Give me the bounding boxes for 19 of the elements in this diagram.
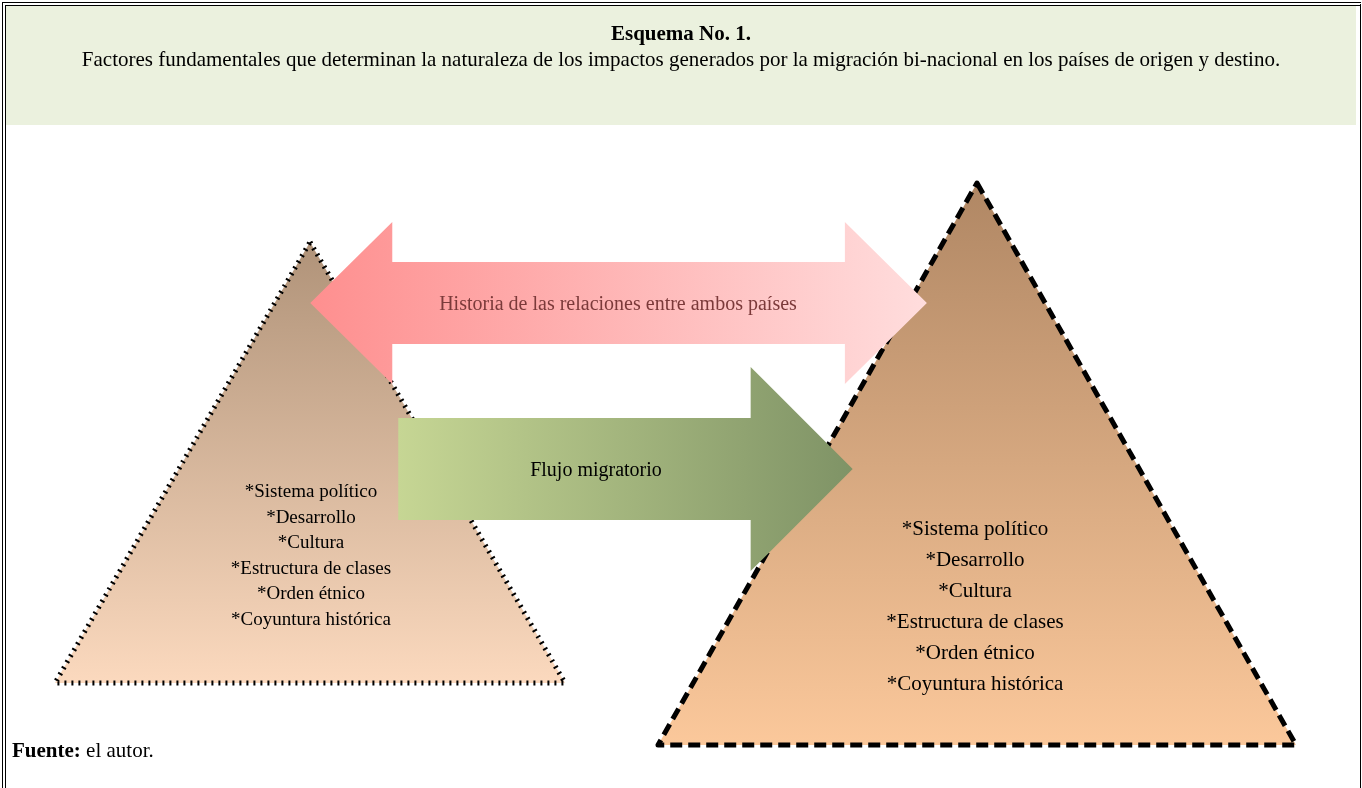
diagram-subtitle: Factores fundamentales que determinan la naturaleza de los impactos generados por la migración bi-nacional en los países de origen y destino.	[80, 46, 1282, 73]
factor-list-item: *Orden étnico	[256, 581, 366, 605]
factor-list-item: *Orden étnico	[915, 639, 1035, 666]
factor-list-item: *Sistema político	[244, 479, 378, 503]
arrow-label: Historia de las relaciones entre ambos países	[439, 291, 797, 315]
arrow-label: Flujo migratorio	[530, 457, 662, 481]
factor-list-item: *Coyuntura histórica	[231, 606, 391, 631]
factor-list-item: *Coyuntura histórica	[886, 670, 1064, 697]
factor-list-item: *Estructura de clases	[230, 555, 392, 580]
factor-list-item: *Sistema político	[901, 515, 1049, 542]
factor-list-item: *Cultura	[938, 577, 1012, 604]
diagram-title: Esquema No. 1.	[610, 20, 752, 46]
double-block-arrow	[310, 222, 927, 384]
factor-list-item: *Estructura de clases	[886, 608, 1064, 635]
factor-list-item: *Cultura	[277, 530, 345, 554]
factor-list-item: *Desarrollo	[925, 546, 1025, 573]
factor-list-item: *Desarrollo	[266, 504, 356, 529]
source-note: Fuente: el autor.	[12, 738, 154, 763]
block-arrow	[398, 367, 853, 571]
